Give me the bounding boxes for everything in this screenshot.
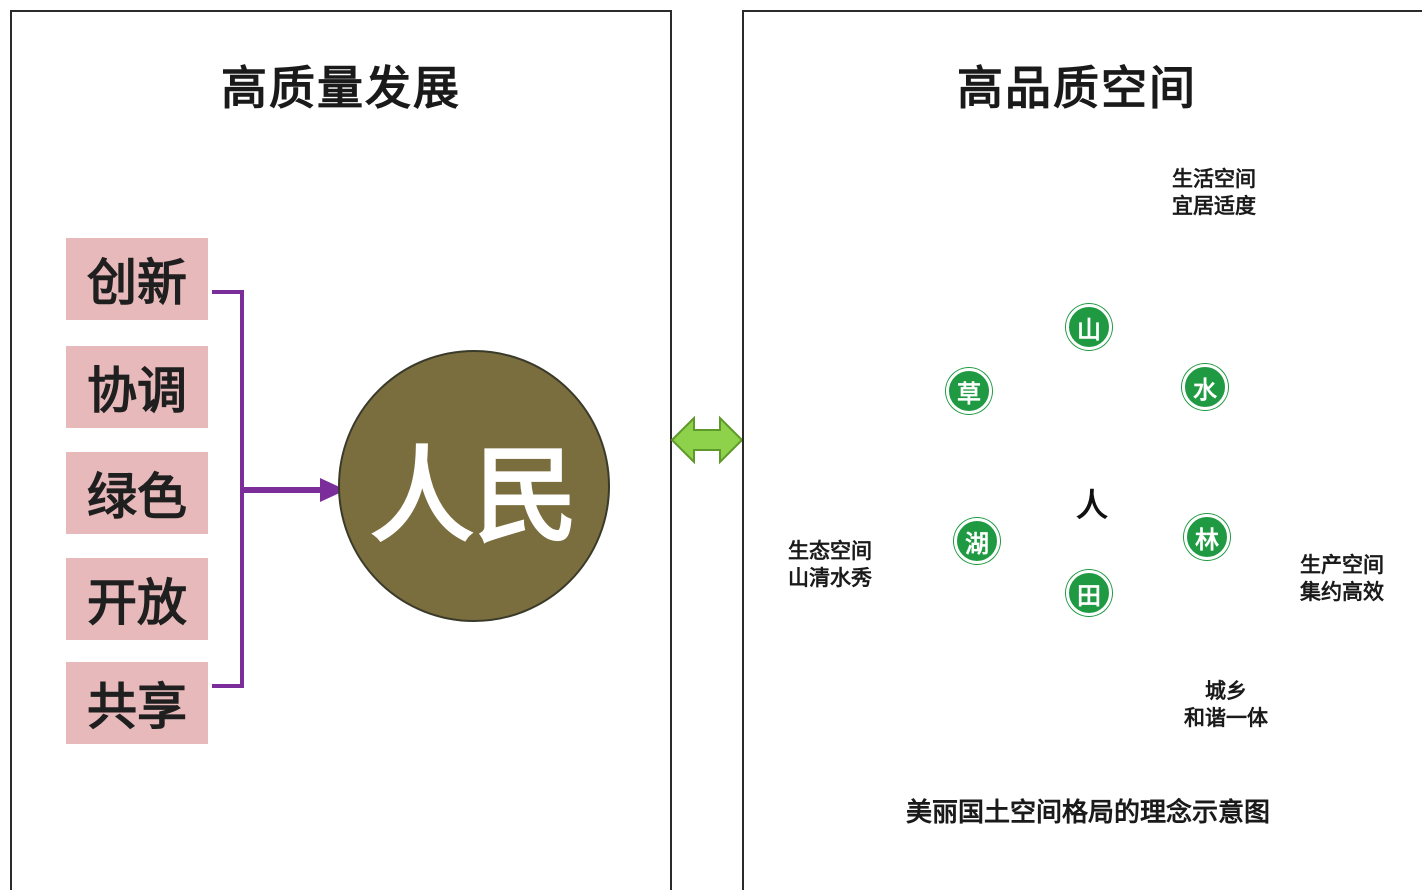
diagram-caption: 美丽国土空间格局的理念示意图 <box>906 798 1271 828</box>
ecology-space-line2: 山清水秀 <box>788 566 872 590</box>
right-panel-title: 高品质空间 <box>957 61 1197 115</box>
value-box-coordination: 协调 <box>66 346 208 428</box>
bracket-arrow-head <box>320 478 346 502</box>
element-grass: 草 <box>946 368 992 414</box>
element-mountain: 山 <box>1066 304 1112 350</box>
urban-rural-line1: 城乡 <box>1205 679 1247 703</box>
element-lake: 湖 <box>954 518 1000 564</box>
ecology-space-label: 生态空间 山清水秀 <box>788 538 872 592</box>
living-space-line2: 宜居适度 <box>1172 194 1256 218</box>
living-space-line1: 生活空间 <box>1172 167 1256 191</box>
element-water: 水 <box>1182 364 1228 410</box>
production-space-line1: 生产空间 <box>1300 553 1384 577</box>
people-circle: 人民 <box>338 350 610 622</box>
value-box-green: 绿色 <box>66 452 208 534</box>
living-space-label: 生活空间 宜居适度 <box>1172 166 1256 220</box>
element-forest: 林 <box>1184 514 1230 560</box>
yin-yang-human-text: 人 <box>1076 486 1109 524</box>
double-arrow-icon <box>670 415 744 465</box>
value-box-openness: 开放 <box>66 558 208 640</box>
production-space-label: 生产空间 集约高效 <box>1300 552 1384 606</box>
bracket-line <box>212 290 244 688</box>
urban-rural-line2: 和谐一体 <box>1184 706 1268 730</box>
element-field: 田 <box>1066 570 1112 616</box>
left-panel-title: 高质量发展 <box>221 61 461 115</box>
urban-rural-label: 城乡 和谐一体 <box>1184 678 1268 732</box>
value-box-sharing: 共享 <box>66 662 208 744</box>
ecology-space-line1: 生态空间 <box>788 539 872 563</box>
right-panel: 高品质空间 <box>742 10 1422 890</box>
production-space-line2: 集约高效 <box>1300 580 1384 604</box>
value-box-innovation: 创新 <box>66 238 208 320</box>
yin-yang-nature-text: 自然 <box>1050 407 1107 440</box>
